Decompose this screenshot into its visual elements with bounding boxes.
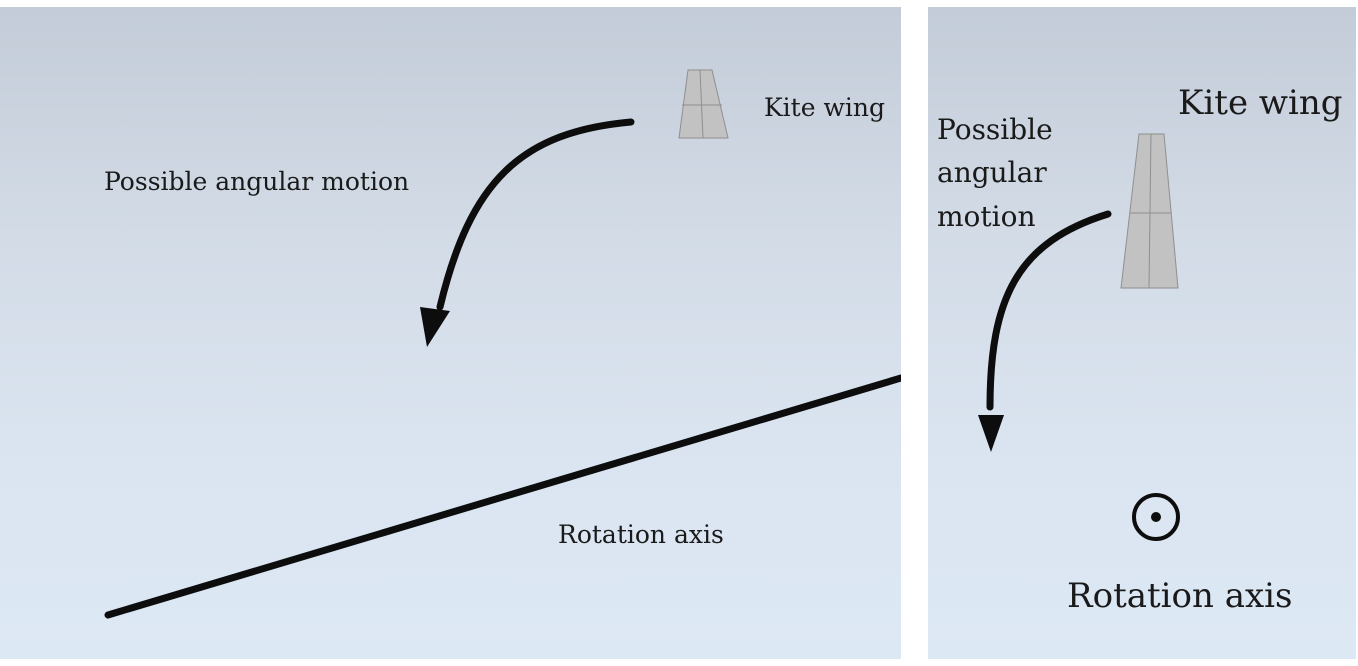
motion-label: Possible angular motion [937,113,1053,233]
kite-wing-icon [678,69,729,139]
kite-wing-label: Kite wing [764,93,885,122]
kite-wing-icon [1120,133,1179,289]
angular-motion-arrow [436,118,635,311]
rotation-axis-label: Rotation axis [558,520,724,549]
right-view-panel: Kite wing Possible angular motion Rotati… [928,7,1356,659]
right-view-drawing [978,133,1180,541]
out-of-plane-dot-icon [1132,493,1180,541]
rotation-axis-label: Rotation axis [1067,576,1293,616]
arrowhead-icon [420,307,450,347]
left-view-drawing [104,69,901,619]
left-view-panel: Possible angular motion Kite wing Rotati… [0,7,901,659]
arrowhead-icon [978,415,1004,452]
kite-wing-label: Kite wing [1178,83,1343,123]
motion-label: Possible angular motion [104,167,410,196]
rotation-axis-line [104,374,901,619]
angular-motion-arrow [986,210,1112,411]
